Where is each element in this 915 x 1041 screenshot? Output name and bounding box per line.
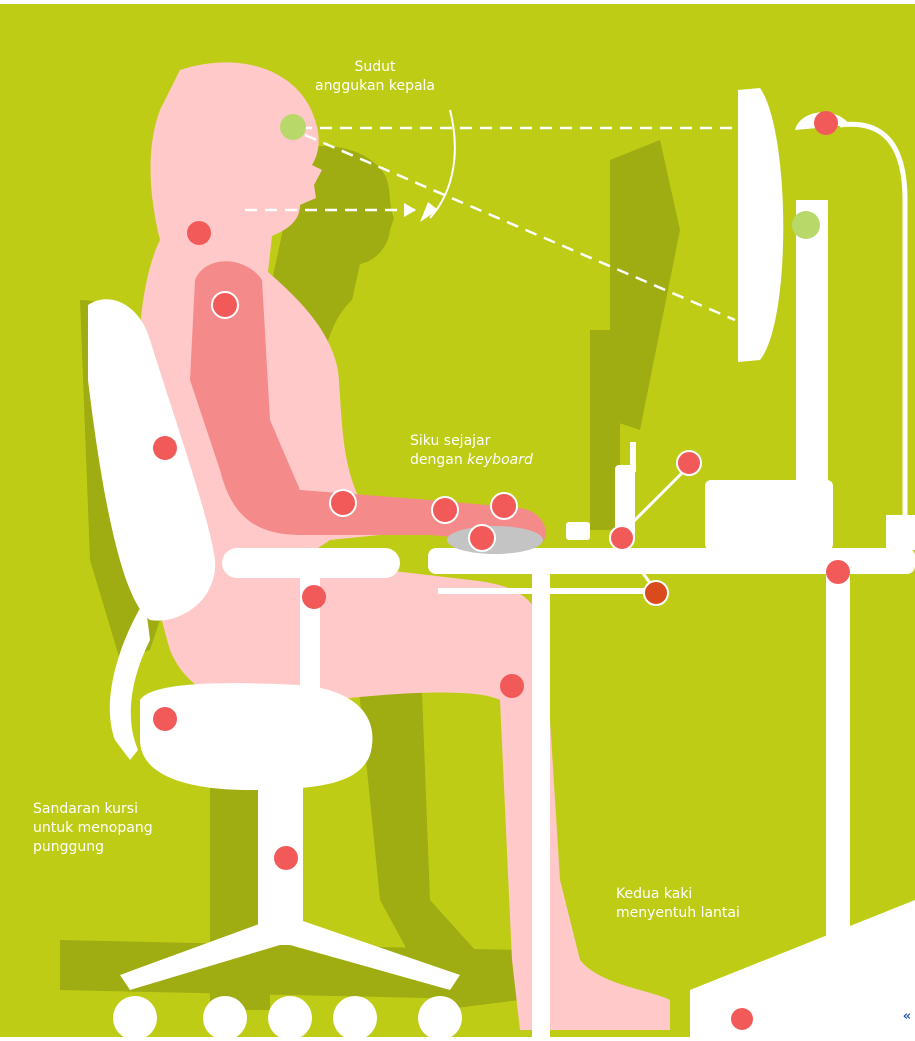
label-feet-line1: Kedua kaki: [616, 885, 740, 904]
marker: [187, 221, 211, 245]
label-elbow-line1: Siku sejajar: [410, 432, 533, 451]
label-backrest: Sandaran kursi untuk menopang punggung: [33, 800, 153, 857]
label-backrest-line3: punggung: [33, 838, 153, 857]
marker: [491, 493, 517, 519]
label-backrest-line2: untuk menopang: [33, 819, 153, 838]
label-head-angle: Sudut anggukan kepala: [300, 58, 450, 96]
marker: [731, 1008, 753, 1030]
marker: [469, 525, 495, 551]
marker: [274, 846, 298, 870]
marker: [500, 674, 524, 698]
marker: [153, 707, 177, 731]
marker: [212, 292, 238, 318]
marker: [153, 436, 177, 460]
marker: [330, 490, 356, 516]
label-head-angle-line2: anggukan kepala: [300, 77, 450, 96]
label-elbow-keyword: keyboard: [467, 452, 533, 468]
label-feet: Kedua kaki menyentuh lantai: [616, 885, 740, 923]
label-feet-line2: menyentuh lantai: [616, 904, 740, 923]
label-elbow-line2: dengan: [410, 452, 467, 468]
marker: [610, 526, 634, 550]
monitor-pivot-marker: [792, 211, 820, 239]
marker: [677, 451, 701, 475]
eye-marker: [280, 114, 306, 140]
marker: [826, 560, 850, 584]
marker: [432, 497, 458, 523]
marker: [302, 585, 326, 609]
marker: [814, 111, 838, 135]
label-elbow: Siku sejajar dengan keyboard: [410, 432, 533, 470]
marker: [644, 581, 668, 605]
collapse-button[interactable]: «: [898, 1008, 915, 1026]
label-head-angle-line1: Sudut: [300, 58, 450, 77]
label-backrest-line1: Sandaran kursi: [33, 800, 153, 819]
